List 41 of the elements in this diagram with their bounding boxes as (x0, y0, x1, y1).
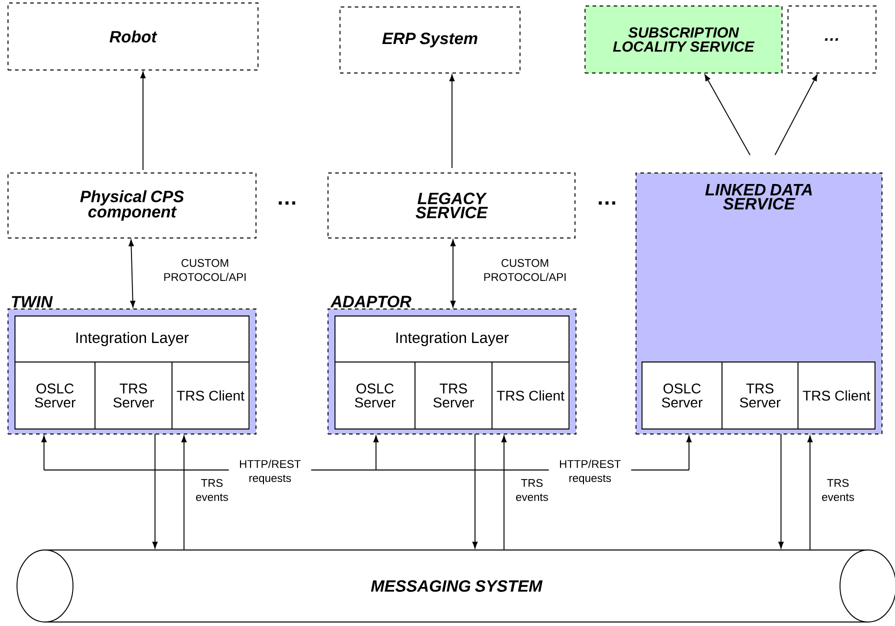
arrow (472, 434, 478, 548)
ellipsis: … (598, 201, 616, 205)
system-box: LEGACY SERVICE (328, 172, 576, 238)
arrow (450, 240, 456, 308)
bus-label: HTTP/REST requests (228, 458, 312, 486)
service-box: SUBSCRIPTION LOCALITY SERVICE (584, 6, 782, 74)
arrow (128, 240, 136, 308)
system-box: ERP System (340, 6, 520, 74)
arrow (807, 436, 813, 550)
edge-label: CUSTOM PROTOCOL/API (156, 258, 254, 282)
module-cell: TRS Client (798, 362, 876, 430)
module-cell: TRS Client (172, 362, 250, 430)
system-box: … (788, 6, 876, 74)
arrow (140, 72, 146, 170)
module-cell: OSLC Server (642, 362, 722, 430)
arrow (449, 74, 455, 168)
arrow (373, 436, 379, 470)
module-cell: TRS Server (414, 362, 492, 430)
node-label: ADAPTOR (330, 296, 412, 308)
system-box: Physical CPS component (8, 172, 256, 238)
node-label: TWIN (12, 296, 53, 308)
arrow (181, 436, 187, 550)
module-cell: TRS Server (94, 362, 172, 430)
system-box: Robot (8, 2, 258, 70)
node-label: MESSAGING SYSTEM (371, 580, 543, 592)
arrow (501, 436, 507, 550)
edge-label: TRS events (814, 478, 862, 502)
arrow (778, 434, 784, 548)
module-cell: TRS Server (722, 362, 798, 430)
module-cell: TRS Client (492, 362, 570, 430)
arrow (152, 434, 158, 548)
module-cell: OSLC Server (14, 362, 96, 430)
bus-label: HTTP/REST requests (548, 458, 632, 486)
edge-label: CUSTOM PROTOCOL/API (476, 258, 574, 282)
ellipsis: … (278, 201, 296, 205)
messaging-cylinder: MESSAGING SYSTEM (16, 550, 895, 622)
arrow (41, 436, 47, 470)
module-cell: OSLC Server (334, 362, 416, 430)
arrow (686, 436, 692, 470)
arrow (704, 74, 750, 156)
arrow (774, 74, 818, 156)
